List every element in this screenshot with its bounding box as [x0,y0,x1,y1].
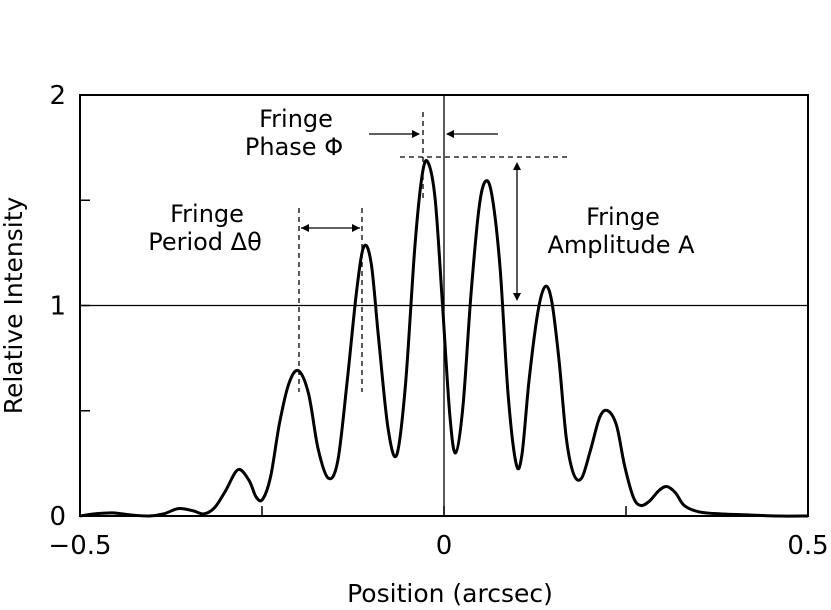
y-tick-label: 1 [49,292,66,322]
y-axis-title: Relative Intensity [0,197,28,415]
amplitude-arrow-head-top [513,162,521,170]
y-tick-label: 2 [49,81,66,111]
phase-arrow-left-head [412,130,420,138]
phase-annotation-line: Fringe [259,105,333,133]
phase-annotation-line: Phase Φ [245,133,343,161]
intensity-curve [79,159,809,518]
amplitude-annotation-line: Fringe [586,203,660,231]
phase-arrow-right-head [446,130,454,138]
y-tick-label: 0 [49,502,66,532]
amplitude-arrow-head-bottom [513,293,521,301]
x-tick-label: 0 [436,531,453,561]
x-axis-title: Position (arcsec) [347,579,553,608]
period-arrow-head-left [301,224,309,232]
amplitude-annotation-line: Amplitude A [547,231,695,259]
x-tick-label: −0.5 [48,531,111,561]
period-annotation-line: Period Δθ [148,228,262,256]
x-tick-label: 0.5 [787,531,828,561]
period-annotation-line: Fringe [170,200,244,228]
period-arrow-head-right [352,224,360,232]
